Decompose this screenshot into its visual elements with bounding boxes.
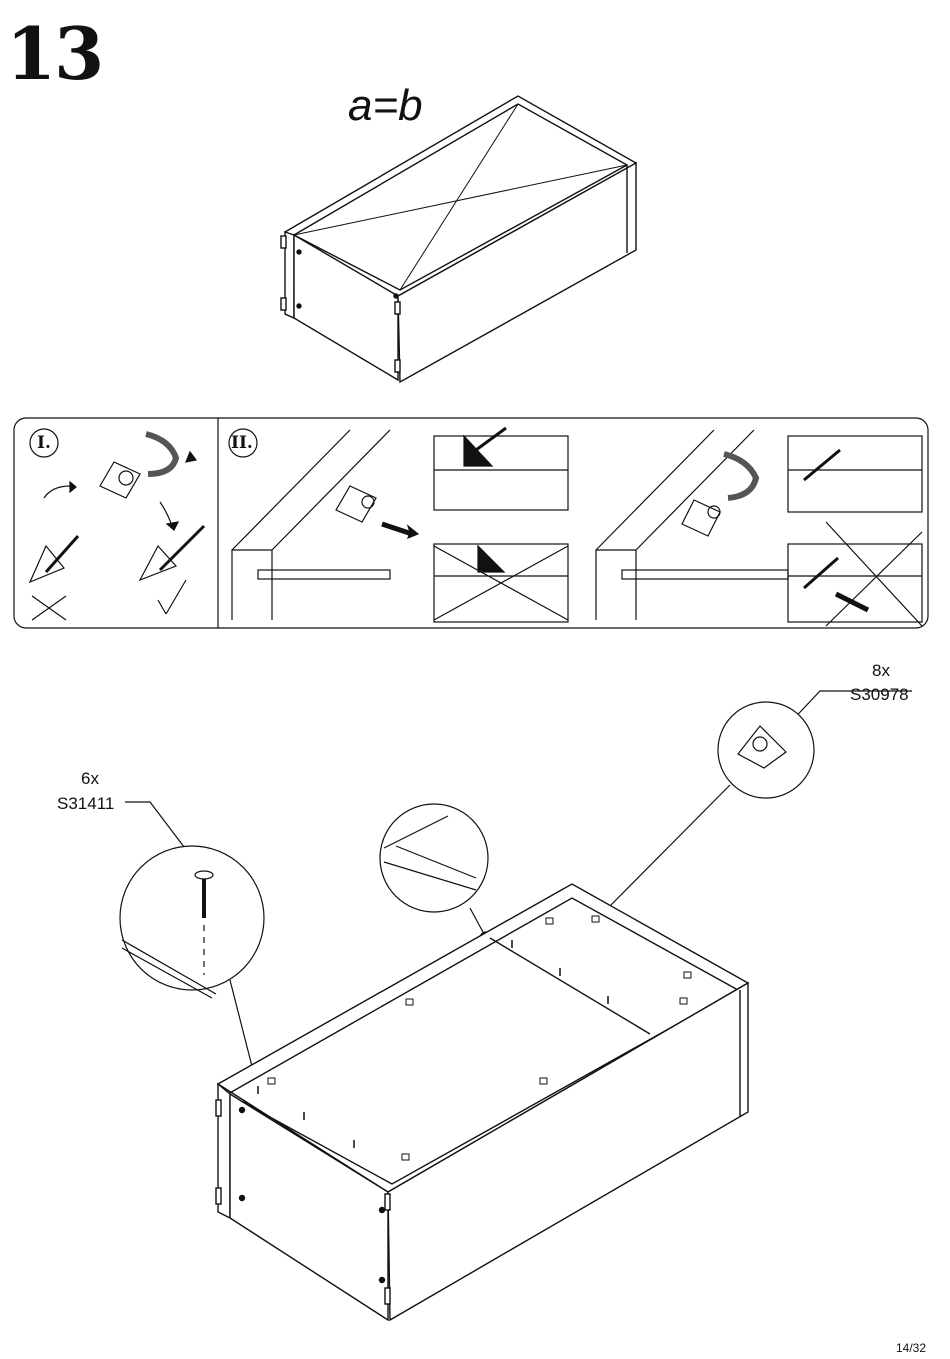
connector-detail [587, 691, 912, 928]
groove-detail [380, 804, 492, 944]
cabinet-body [216, 884, 748, 1320]
page-number: 14/32 [896, 1341, 926, 1355]
screw-detail [120, 802, 271, 1107]
